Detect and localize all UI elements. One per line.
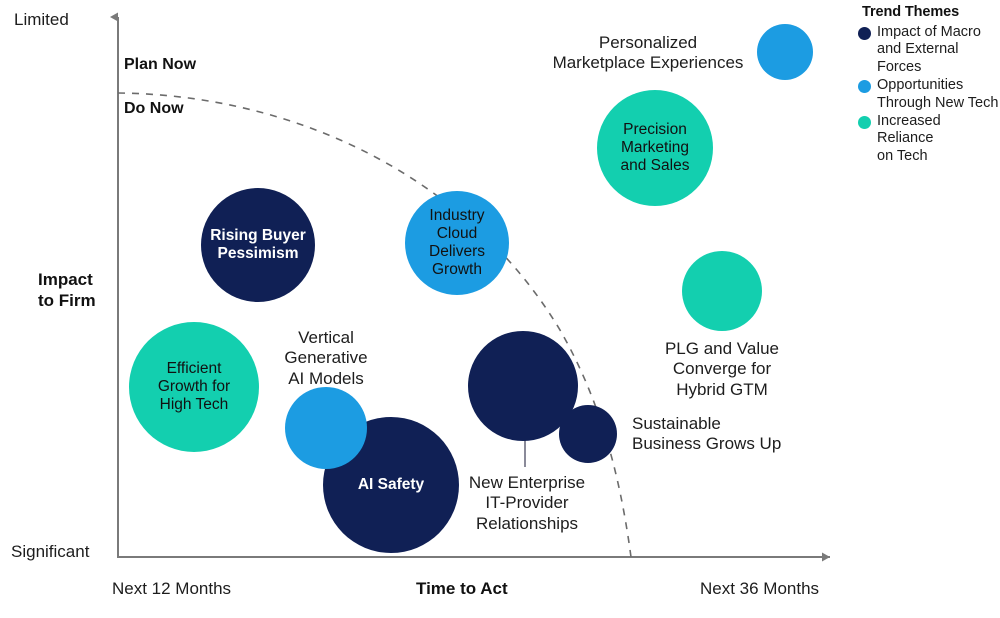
x-axis-right-label: Next 36 Months <box>700 579 820 598</box>
bubble-label-vertical-generative-ai-models: Vertical Generative AI Models <box>284 328 368 388</box>
bubble-efficient-growth-for-high-tech[interactable]: Efficient Growth for High Tech <box>129 322 259 452</box>
do-now-threshold-arc <box>117 92 632 558</box>
bubble-label-plg-and-value-converge-for-hybrid-gtm: PLG and Value Converge for Hybrid GTM <box>664 339 780 399</box>
bubble-label-sustainable-business-grows-up: Sustainable Business Grows Up <box>632 414 782 454</box>
bubble-sustainable-business-grows-up[interactable] <box>559 405 617 463</box>
legend-swatch-icon <box>858 27 871 40</box>
bubble-rising-buyer-pessimism[interactable]: Rising Buyer Pessimism <box>201 188 315 302</box>
y-axis-top-label: Limited <box>14 10 69 29</box>
bubble-label-ai-safety: AI Safety <box>357 475 425 493</box>
legend-item-impact-of-macro-and-external-forces[interactable]: Impact of Macro and External Forces <box>858 24 1000 76</box>
zone-label-plan-now: Plan Now <box>124 56 197 73</box>
bubble-label-industry-cloud-delivers-growth: Industry Cloud Delivers Growth <box>429 206 485 279</box>
y-axis-title: Impact to Firm <box>38 270 96 310</box>
legend-item-label: Impact of Macro and External Forces <box>877 24 981 75</box>
bubble-precision-marketing-and-sales[interactable]: Precision Marketing and Sales <box>597 90 713 206</box>
legend-item-opportunities-through-new-tech[interactable]: Opportunities Through New Tech <box>858 77 1000 112</box>
legend-item-increased-reliance-on-tech[interactable]: Increased Reliance on Tech <box>858 113 1000 165</box>
legend-title: Trend Themes <box>862 4 960 20</box>
legend: Trend Themes Impact of Macro and Externa… <box>858 4 1000 166</box>
legend-item-label: Opportunities Through New Tech <box>877 77 999 111</box>
x-axis-left-label: Next 12 Months <box>112 579 232 598</box>
bubble-label-new-enterprise-it-provider-relationships: New Enterprise IT-Provider Relationships <box>468 473 586 533</box>
bubble-label-efficient-growth-for-high-tech: Efficient Growth for High Tech <box>157 359 231 414</box>
bubble-new-enterprise-it-provider-relationships[interactable] <box>468 331 578 441</box>
bubble-plg-and-value-converge-for-hybrid-gtm[interactable] <box>682 251 762 331</box>
bubble-vertical-generative-ai-models[interactable] <box>285 387 367 469</box>
zone-label-do-now: Do Now <box>124 100 184 117</box>
legend-item-label: Increased Reliance on Tech <box>877 112 941 164</box>
legend-swatch-icon <box>858 80 871 94</box>
bubble-personalized-marketplace-experiences[interactable] <box>757 24 813 80</box>
y-axis-bottom-label: Significant <box>11 542 90 561</box>
x-axis-title: Time to Act <box>416 579 508 598</box>
bubble-label-precision-marketing-and-sales: Precision Marketing and Sales <box>620 120 690 175</box>
bubble-industry-cloud-delivers-growth[interactable]: Industry Cloud Delivers Growth <box>405 191 509 295</box>
bubble-label-rising-buyer-pessimism: Rising Buyer Pessimism <box>210 226 306 262</box>
bubble-label-personalized-marketplace-experiences: Personalized Marketplace Experiences <box>552 33 744 73</box>
legend-swatch-icon <box>858 115 871 129</box>
